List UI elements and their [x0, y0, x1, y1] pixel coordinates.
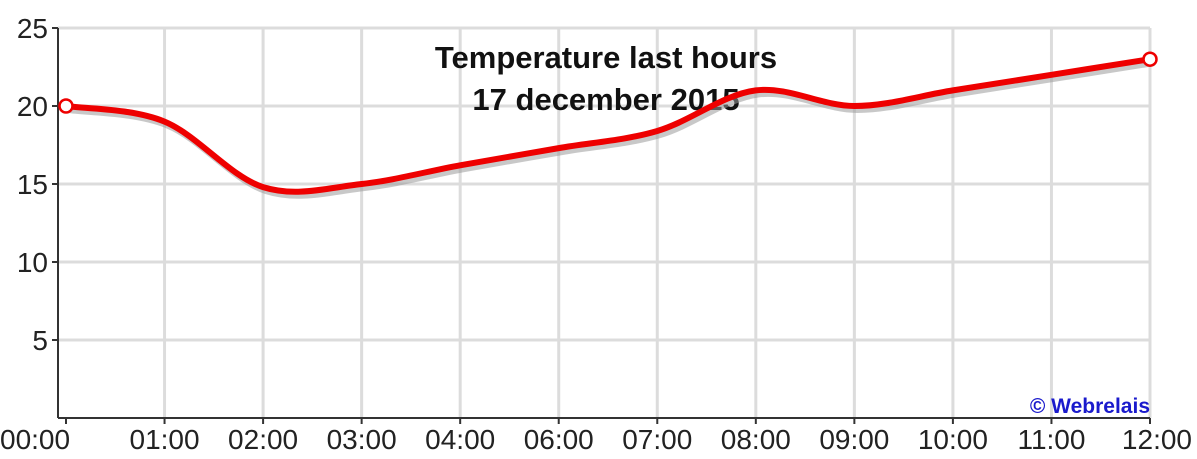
- data-point-02:00: [261, 185, 265, 189]
- data-point-08:00: [754, 88, 758, 92]
- x-tick-label-03:00: 03:00: [327, 424, 397, 455]
- chart-title-line-1: Temperature last hours: [435, 40, 777, 75]
- y-tick-label-20: 20: [17, 91, 48, 122]
- y-tick-label-10: 10: [17, 247, 48, 278]
- chart-title-line-2: 17 december 2015: [472, 82, 739, 117]
- x-tick-label-06:00: 06:00: [524, 424, 594, 455]
- x-tick-label-10:00: 10:00: [918, 424, 988, 455]
- data-point-09:00: [852, 104, 856, 108]
- data-point-04:00: [458, 163, 462, 167]
- data-point-03:00: [360, 182, 364, 186]
- x-axis-ticks: 00:00 01:00 02:00 03:00 04:00 06:00 07:00 08:00…: [0, 418, 1192, 455]
- data-point-12:00: [1142, 51, 1158, 67]
- grid-lines: [58, 26, 1152, 418]
- x-tick-label-08:00: 08:00: [721, 424, 791, 455]
- x-tick-label-12:00: 12:00: [1122, 424, 1192, 455]
- x-tick-label-00:00: 00:00: [0, 424, 70, 455]
- series-layer: [58, 51, 1158, 199]
- data-point-00:00: [58, 98, 74, 114]
- y-tick-label-25: 25: [17, 13, 48, 44]
- y-tick-label-5: 5: [32, 325, 48, 356]
- data-point-11:00: [1049, 73, 1053, 77]
- x-tick-label-01:00: 01:00: [130, 424, 200, 455]
- x-tick-label-09:00: 09:00: [819, 424, 889, 455]
- y-tick-label-15: 15: [17, 169, 48, 200]
- webrelais-credit[interactable]: © Webrelais: [1030, 395, 1150, 418]
- x-tick-label-04:00: 04:00: [425, 424, 495, 455]
- data-point-01:00: [163, 120, 167, 124]
- y-axis-ticks: 5 10 15 20 25: [17, 13, 58, 356]
- data-point-07:00: [655, 129, 659, 133]
- axes: [57, 28, 1150, 419]
- x-tick-label-02:00: 02:00: [228, 424, 298, 455]
- data-point-06:00: [557, 146, 561, 150]
- x-tick-label-11:00: 11:00: [1017, 424, 1085, 455]
- data-point-10:00: [951, 88, 955, 92]
- x-tick-label-07:00: 07:00: [622, 424, 692, 455]
